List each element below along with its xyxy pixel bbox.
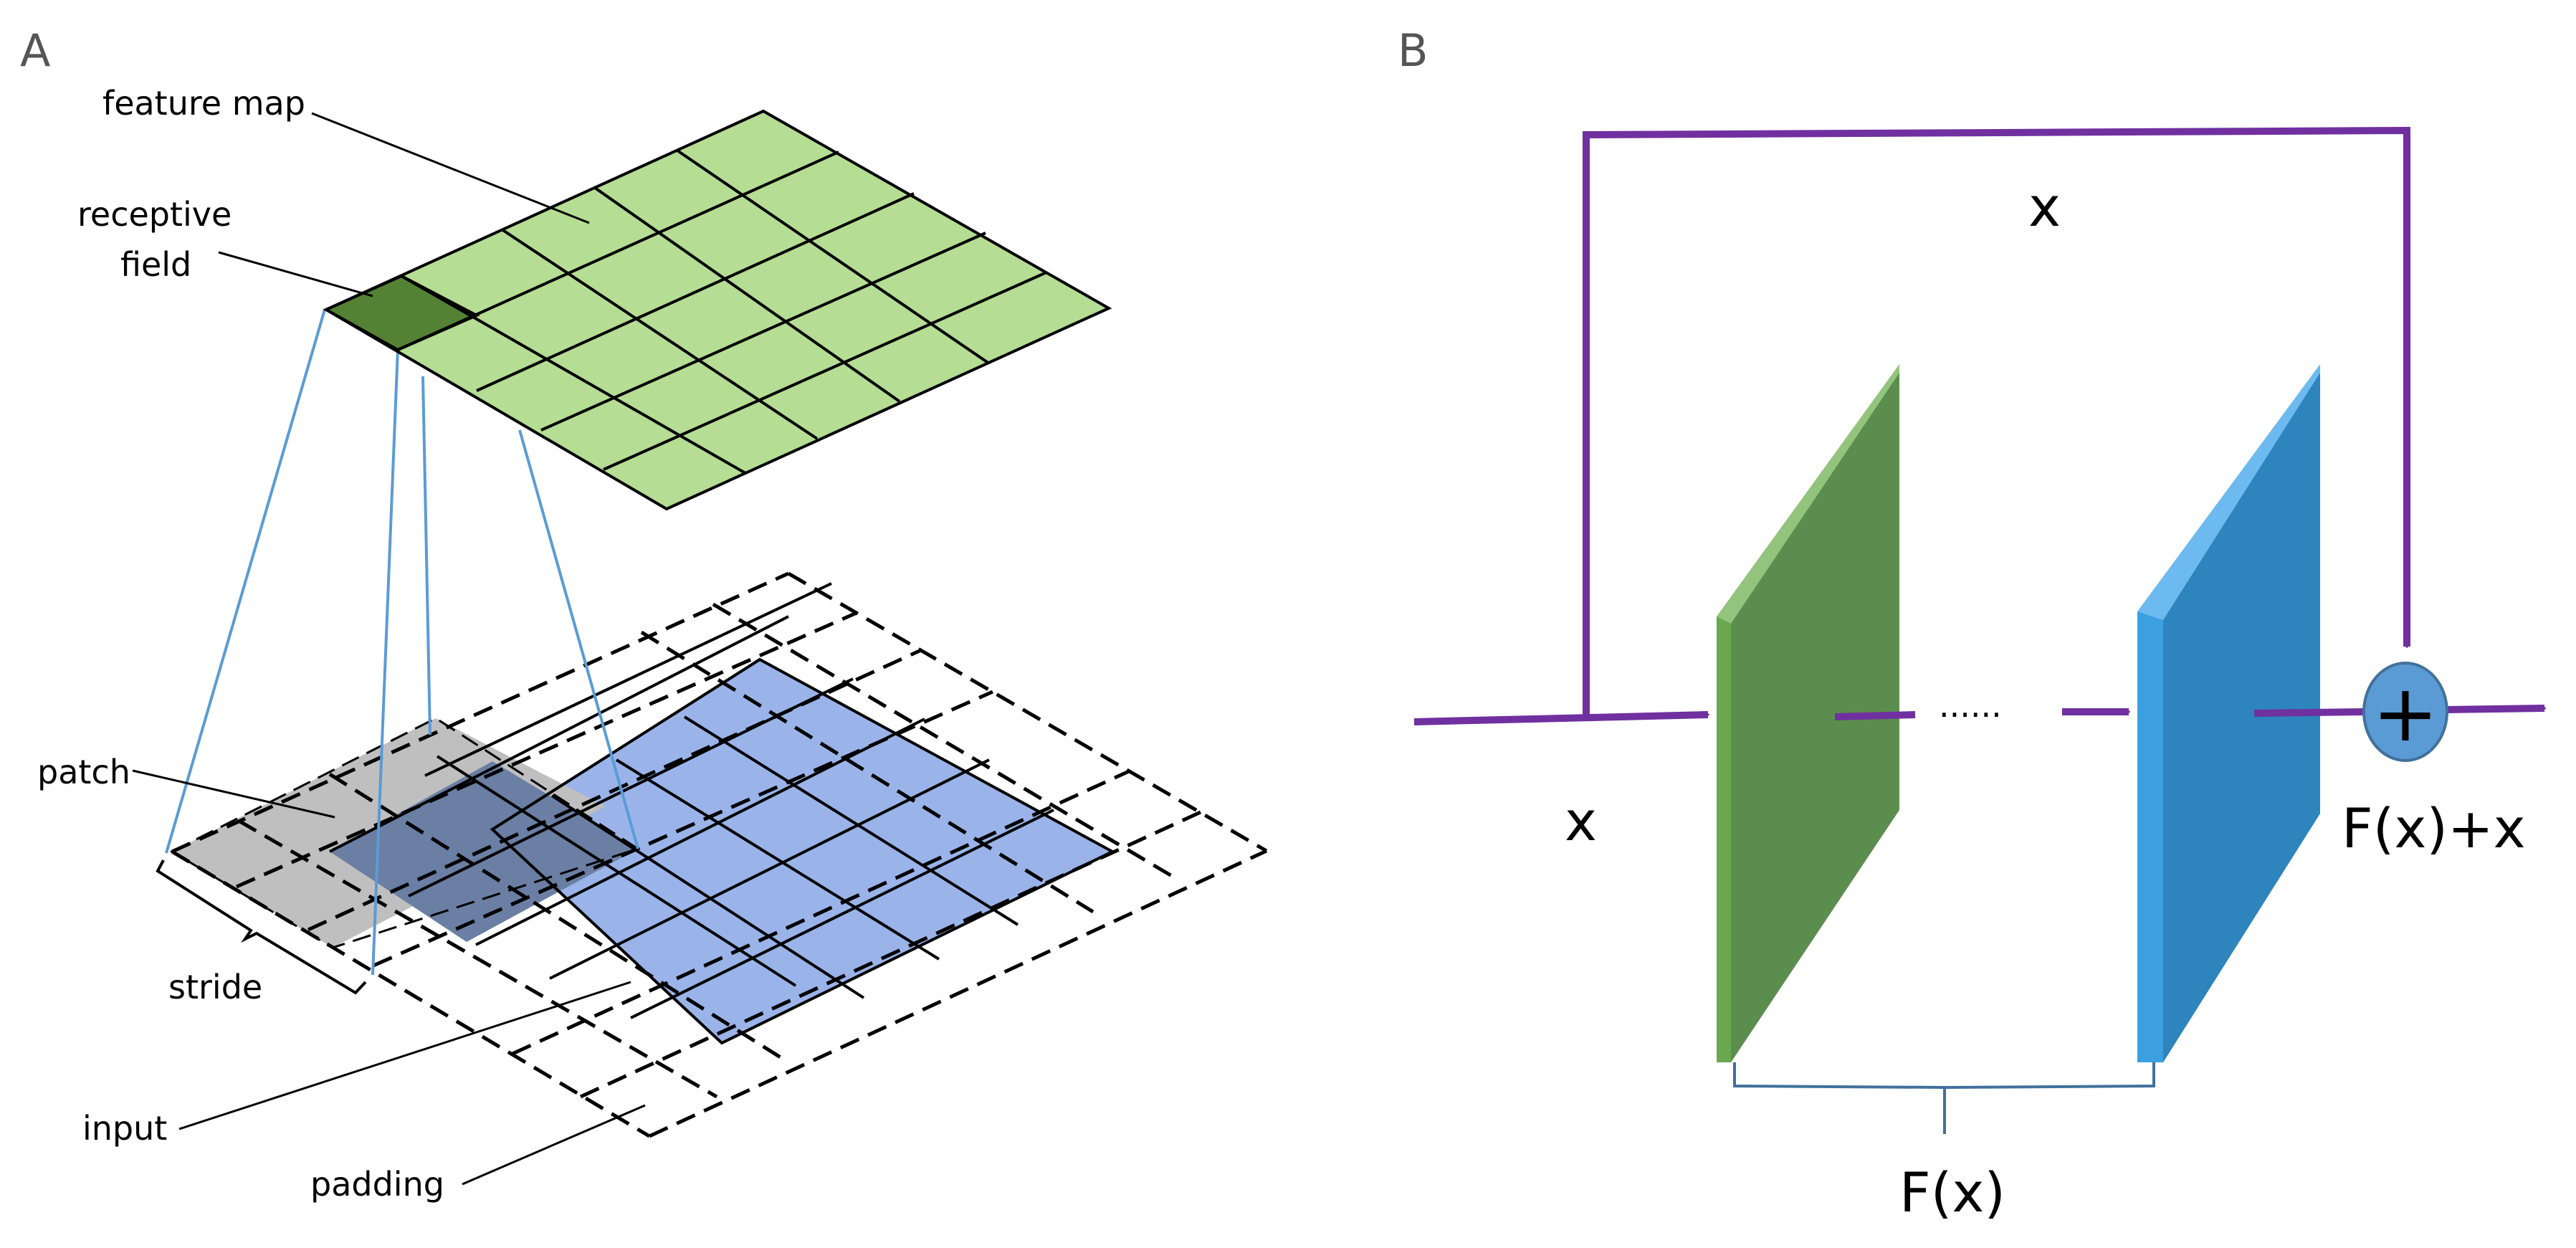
green-layer-edge xyxy=(1717,616,1731,1062)
input-grid-solid xyxy=(329,582,1116,1045)
label-stride: stride xyxy=(168,968,262,1006)
stride-bracket xyxy=(156,859,367,995)
blue-layer-top xyxy=(2137,364,2320,622)
output-arrow xyxy=(2447,708,2544,713)
label-field: field xyxy=(120,245,191,284)
blue-layer xyxy=(2137,364,2320,1062)
feature-map-grid xyxy=(397,149,1047,475)
feature-map-plane xyxy=(323,109,1112,511)
patch-overlap xyxy=(330,761,638,942)
leader-lines xyxy=(132,112,646,1186)
panel-a: A xyxy=(20,24,1268,1204)
residual-brace xyxy=(1733,1062,2155,1134)
input-arrow xyxy=(1413,715,1708,725)
input-layer xyxy=(169,571,1268,1138)
label-padding: padding xyxy=(310,1165,444,1204)
label-feature-map: feature map xyxy=(102,84,305,123)
ellipsis-dots: ...... xyxy=(1939,686,2002,725)
panel-b: B ...... + xyxy=(1398,24,2544,1224)
adder-node: + xyxy=(2362,662,2448,762)
plus-icon: + xyxy=(2372,667,2438,759)
green-layer-face xyxy=(1731,373,1899,1062)
panel-b-letter: B xyxy=(1398,24,1428,77)
green-layer-top xyxy=(1717,364,1899,627)
label-output: F(x)+x xyxy=(2342,796,2526,860)
blue-layer-face xyxy=(2163,373,2320,1062)
label-residual: F(x) xyxy=(1899,1161,2005,1224)
label-input: input xyxy=(82,1109,167,1148)
label-receptive: receptive xyxy=(77,195,232,234)
skip-connection xyxy=(1583,126,2410,717)
flow-arrows xyxy=(1413,126,2544,725)
label-patch: patch xyxy=(37,753,130,791)
green-layer xyxy=(1717,364,1899,1062)
feature-map xyxy=(323,109,1112,511)
adder-circle xyxy=(2362,662,2448,762)
label-skip-x: x xyxy=(2028,175,2061,239)
inner-arrow-left xyxy=(1834,711,1916,720)
panel-a-letter: A xyxy=(20,24,50,77)
projection-lines xyxy=(165,309,639,976)
post-layer-arrow xyxy=(2253,708,2365,717)
blue-layer-edge xyxy=(2137,611,2163,1062)
label-input-x: x xyxy=(1565,789,1597,853)
